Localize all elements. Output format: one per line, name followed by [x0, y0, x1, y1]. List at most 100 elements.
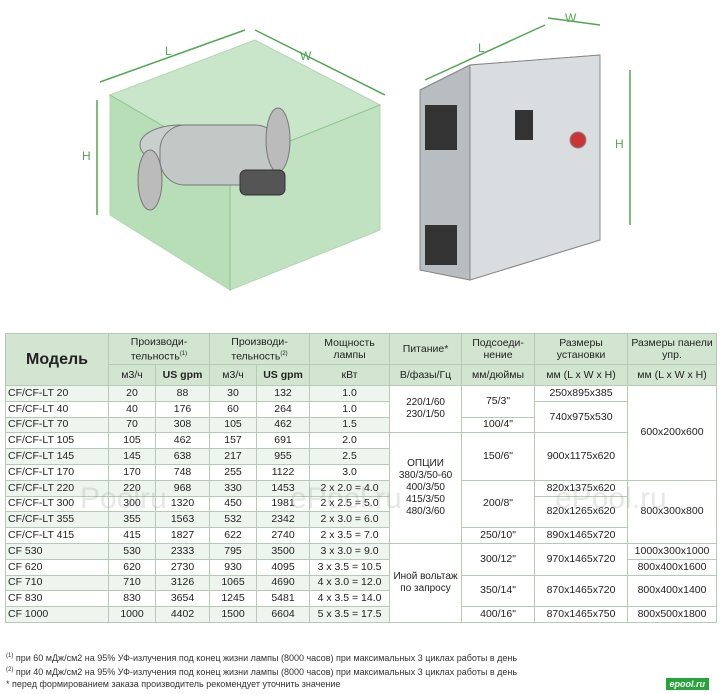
col-lamp: Мощность лампы	[309, 333, 391, 365]
cell-gpm1: 748	[154, 463, 211, 481]
table-row: CF 710 710 3126 1065 4690 4 x 3.0 = 12.0…	[5, 574, 718, 608]
footnote-2: (2) при 40 мДж/см2 на 95% УФ-излучения п…	[6, 667, 518, 677]
cell-model: CF/CF-LT 415	[5, 527, 109, 544]
table-row: CF/CF-LT 300 300 1320 450 1981 2 x 2.5 =…	[5, 495, 717, 529]
cell-panel: 800x400x1400	[627, 574, 718, 608]
cell-kw: 2 x 2.0 = 4.0	[309, 479, 391, 497]
col-dims: Размеры установки	[534, 333, 629, 365]
cell-panel: 800x500x1800	[627, 606, 718, 623]
col-flow2: Производи-тельность(2)	[209, 333, 311, 365]
cell-m3h2: 795	[209, 542, 258, 560]
cell-conn: 150/6"	[461, 432, 536, 481]
right-label-h: H	[615, 137, 624, 151]
unit-m3h-2: м3/ч	[209, 364, 258, 386]
cell-gpm1: 1563	[154, 511, 211, 529]
cell-gpm1: 968	[154, 479, 211, 497]
cell-m3h2: 60	[209, 400, 258, 418]
cell-model: CF/CF-LT 220	[5, 479, 109, 497]
footnotes: (1) при 60 мДж/см2 на 95% УФ-излучения п…	[6, 650, 517, 690]
cell-conn: 100/4"	[461, 416, 536, 434]
cell-panel: 600x200x600	[627, 385, 718, 481]
cell-model: CF/CF-LT 105	[5, 432, 109, 450]
cell-m3h2: 330	[209, 479, 258, 497]
cell-gpm1: 2333	[154, 542, 211, 560]
unit-m3h-1: м3/ч	[108, 364, 156, 386]
cell-model: CF 1000	[5, 606, 109, 623]
col-panel: Размеры панели упр.	[627, 333, 718, 365]
cell-model: CF/CF-LT 170	[5, 463, 109, 481]
cell-gpm1: 1320	[154, 495, 211, 513]
cell-model: CF 830	[5, 590, 109, 608]
cell-gpm1: 4402	[154, 606, 211, 623]
cell-power-a: 220/1/60 230/1/50	[389, 384, 463, 434]
cell-power-c: Иной вольтаж по запросу	[389, 542, 463, 623]
cell-kw: 2 x 3.5 = 7.0	[309, 527, 391, 544]
cell-kw: 1.0	[309, 385, 391, 402]
cell-m3h1: 830	[108, 590, 156, 608]
cell-gpm1: 308	[154, 416, 211, 434]
col-flow1: Производи-тельность(1)	[107, 333, 211, 365]
col-conn: Подсоеди-нение	[461, 333, 536, 365]
cell-dims: 250x895x385	[534, 385, 629, 402]
table-row: CF/CF-LT 105 105 462 157 691 2.0 ОПЦИИ 3…	[5, 432, 717, 544]
cell-panel: 800x300x800	[627, 479, 718, 544]
table-row: CF 620 620 2730 930 4095 3 x 3.5 = 10.5 …	[5, 558, 718, 576]
cell-m3h1: 20	[108, 385, 156, 402]
cell-kw: 5 x 3.5 = 17.5	[309, 606, 391, 623]
cell-gpm1: 462	[154, 432, 211, 450]
cell-kw: 2 x 3.0 = 6.0	[309, 511, 391, 529]
cell-kw: 4 x 3.0 = 12.0	[309, 574, 391, 592]
brand-logo[interactable]: epool.ru	[665, 678, 709, 690]
cell-m3h2: 1500	[209, 606, 258, 623]
unit-gpm-2: US gpm	[256, 364, 311, 386]
table-row: CF 530 530 2333 795 3500 3 x 3.0 = 9.0 И…	[5, 542, 718, 623]
uv-reactor-drawing: L W H	[82, 29, 386, 291]
unit-dims: мм (L x W x H)	[534, 364, 629, 386]
cell-m3h1: 70	[108, 416, 156, 434]
cell-m3h1: 620	[108, 558, 156, 576]
col-power: Питание*	[389, 333, 463, 365]
cell-kw: 1.0	[309, 400, 391, 418]
cell-m3h1: 710	[108, 574, 156, 592]
left-label-l: L	[165, 44, 172, 58]
footnote-3: * перед формированием заказа производите…	[6, 679, 341, 689]
cell-dims: 890x1465x720	[534, 527, 629, 544]
cell-conn: 75/3"	[461, 385, 536, 418]
cell-model: CF 530	[5, 542, 109, 560]
cell-gpm1: 88	[154, 385, 211, 402]
cell-gpm2: 2342	[256, 511, 311, 529]
cell-gpm1: 1827	[154, 527, 211, 544]
left-label-h: H	[82, 149, 91, 163]
cell-gpm2: 264	[256, 400, 311, 418]
cell-m3h2: 450	[209, 495, 258, 513]
cell-m3h1: 40	[108, 400, 156, 418]
cell-m3h1: 145	[108, 448, 156, 465]
cell-gpm1: 2730	[154, 558, 211, 576]
col-model: Модель	[5, 333, 109, 386]
cell-gpm2: 955	[256, 448, 311, 465]
cell-panel: 1000x300x1000	[627, 542, 718, 560]
cell-gpm2: 3500	[256, 542, 311, 560]
unit-gpm-1: US gpm	[154, 364, 211, 386]
right-label-w: W	[565, 11, 577, 25]
cell-model: CF/CF-LT 300	[5, 495, 109, 513]
cell-m3h1: 220	[108, 479, 156, 497]
cell-power-b: ОПЦИИ 380/3/50-60 400/3/50 415/3/50 480/…	[389, 432, 463, 544]
cell-panel: 800x400x1600	[627, 558, 718, 576]
cell-kw: 3.0	[309, 463, 391, 481]
cell-gpm2: 4690	[256, 574, 311, 592]
cell-kw: 3 x 3.0 = 9.0	[309, 542, 391, 560]
cell-model: CF 710	[5, 574, 109, 592]
cell-m3h1: 105	[108, 432, 156, 450]
left-label-w: W	[300, 49, 312, 63]
cell-conn: 350/14"	[461, 574, 536, 608]
cell-model: CF/CF-LT 20	[5, 385, 109, 402]
cell-gpm2: 2740	[256, 527, 311, 544]
cell-gpm2: 132	[256, 385, 311, 402]
cell-m3h1: 530	[108, 542, 156, 560]
right-label-l: L	[478, 41, 485, 55]
cell-model: CF/CF-LT 355	[5, 511, 109, 529]
cell-m3h1: 355	[108, 511, 156, 529]
table-row: CF/CF-LT 40 40 176 60 264 1.0 740x975x53…	[5, 400, 717, 434]
cell-m3h2: 157	[209, 432, 258, 450]
